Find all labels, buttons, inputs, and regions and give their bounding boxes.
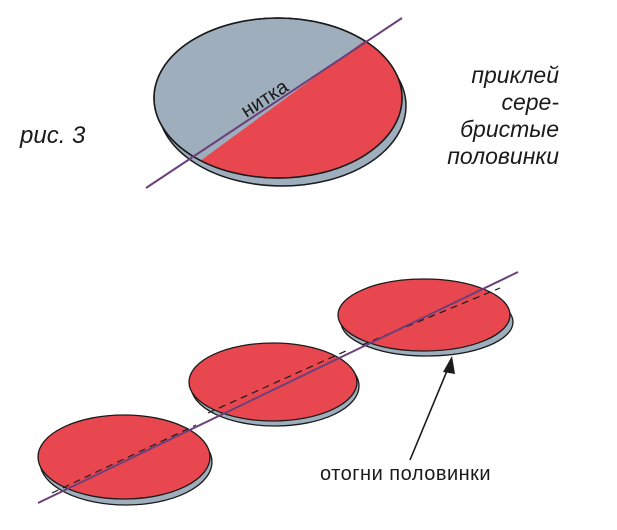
small-disc-2 (188, 342, 360, 427)
thread-line-bottom (37, 271, 519, 504)
instruction-top-line-1: приклей (471, 62, 559, 88)
big-disc: нитка (145, 17, 407, 189)
arrowhead (443, 356, 455, 374)
figure-label: рис. 3 (20, 122, 86, 149)
thread-line-top (145, 17, 403, 189)
arrow (409, 356, 455, 461)
instruction-top-line-4: половинки (447, 143, 559, 169)
big-disc-red-half (154, 18, 402, 178)
fold-line-2 (207, 349, 349, 414)
instruction-top: приклей сере- бристые половинки (379, 62, 559, 170)
instruction-bottom: отогни половинки (320, 463, 492, 485)
instruction-top-line-3: бристые (460, 116, 559, 142)
fold-line-1 (51, 424, 197, 494)
instruction-top-line-2: сере- (501, 89, 559, 115)
